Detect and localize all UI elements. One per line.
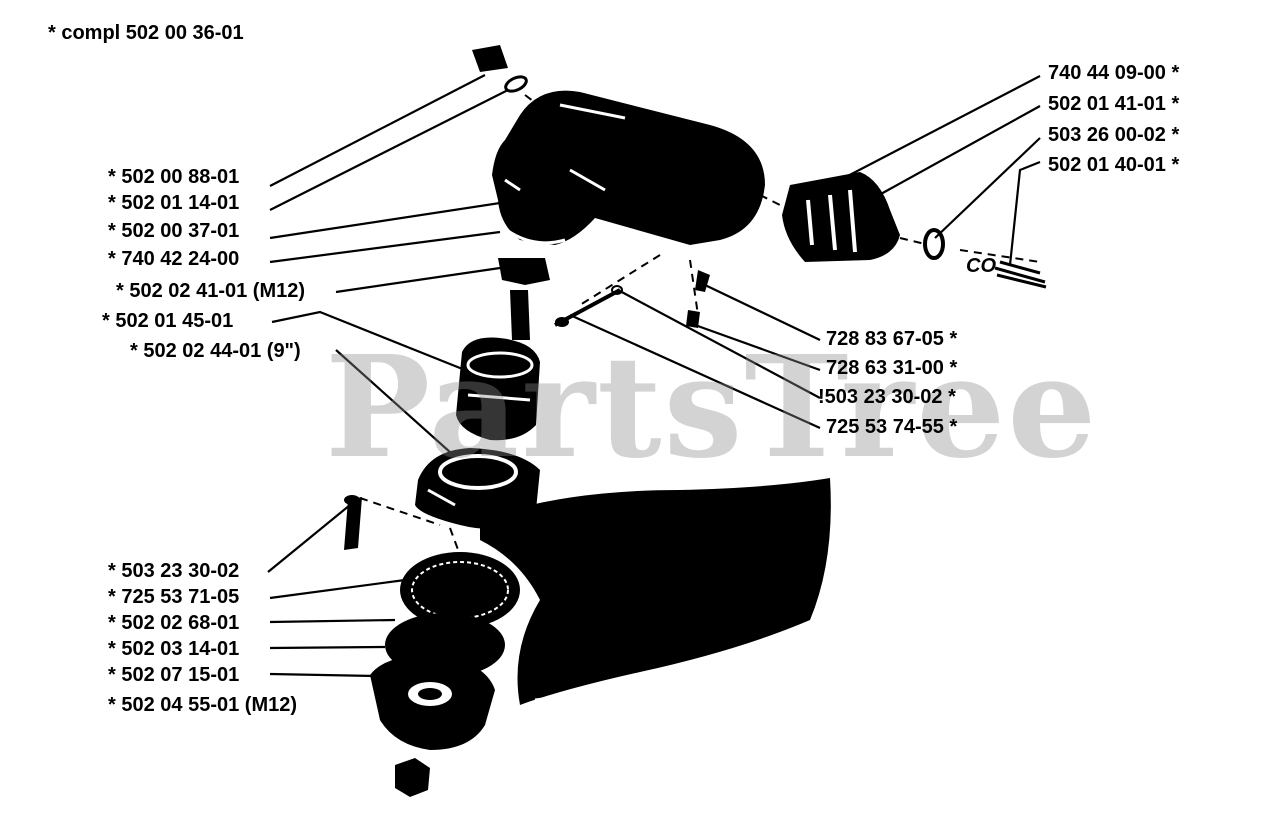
axis-line <box>449 527 461 556</box>
callout-left[interactable]: * 502 04 55-01 (M12) <box>108 694 298 716</box>
assembly-axis-lines <box>359 94 1041 556</box>
callout-left[interactable]: * 725 53 71-05 <box>108 586 240 608</box>
guard-screw <box>344 495 362 550</box>
trimmer-head-nut <box>370 655 495 750</box>
o-ring <box>504 75 528 93</box>
leader-line <box>694 323 821 372</box>
leader-line <box>335 349 471 471</box>
leader-line <box>934 137 1041 239</box>
leader-lines-right <box>569 75 1041 430</box>
leader-line <box>267 504 351 573</box>
leader-line <box>1008 160 1041 266</box>
callout-left[interactable]: * 502 00 88-01 <box>108 166 240 188</box>
callout-left[interactable]: * 503 23 30-02 <box>108 560 240 582</box>
tube-connector <box>782 172 900 262</box>
leader-line <box>269 230 501 264</box>
callout-left[interactable]: * 502 01 45-01 <box>102 310 234 332</box>
leader-line <box>569 313 821 430</box>
callout-left[interactable]: * 502 00 37-01 <box>108 220 240 242</box>
assembly-label: * compl 502 00 36-01 <box>48 22 244 44</box>
callout-left[interactable]: * 502 02 68-01 <box>108 612 240 634</box>
leader-line <box>269 74 486 187</box>
axis-line <box>689 259 699 316</box>
callout-right[interactable]: 502 01 40-01 * <box>1048 154 1180 176</box>
screws-right <box>554 270 710 328</box>
axis-line <box>759 194 781 206</box>
leader-line <box>269 672 376 678</box>
callout-right[interactable]: 728 83 67-05 * <box>826 328 958 350</box>
guard-holder <box>415 448 540 529</box>
callout-right[interactable]: 502 01 41-01 * <box>1048 93 1180 115</box>
leader-line <box>335 266 501 294</box>
callout-right[interactable]: 728 63 31-00 * <box>826 357 958 379</box>
gear-housing <box>492 90 765 245</box>
bearing-housing <box>456 337 540 441</box>
bottom-nut <box>395 758 430 797</box>
drive-disc <box>400 552 520 628</box>
axis-line <box>579 254 661 306</box>
leader-line <box>617 289 821 399</box>
axis-line <box>899 237 926 245</box>
callout-right[interactable]: 740 44 09-00 * <box>1048 62 1180 84</box>
callout-left[interactable]: * 502 02 44-01 (9") <box>130 340 301 362</box>
leader-line <box>271 310 471 374</box>
leader-line <box>704 284 821 341</box>
callout-left[interactable]: * 502 01 14-01 <box>108 192 240 214</box>
axis-line <box>359 497 441 526</box>
blade-guard <box>480 478 831 705</box>
leader-line <box>269 89 509 211</box>
callout-right[interactable]: 503 26 00-02 * <box>1048 124 1180 146</box>
callout-left[interactable]: * 502 07 15-01 <box>108 664 240 686</box>
callout-left[interactable]: * 502 02 41-01 (M12) <box>116 280 306 302</box>
callout-left[interactable]: * 502 03 14-01 <box>108 638 240 660</box>
leader-line <box>869 105 1041 201</box>
spring <box>994 260 1047 289</box>
callout-right[interactable]: 725 53 74-55 * <box>826 416 958 438</box>
spindle <box>498 258 550 340</box>
leader-line <box>269 198 521 240</box>
callout-left[interactable]: * 740 42 24-00 <box>108 248 240 270</box>
leader-line <box>269 645 386 650</box>
stamp-text: CO <box>966 255 996 277</box>
spacer-ring <box>923 228 945 260</box>
callout-right[interactable]: !503 23 30-02 * <box>818 386 956 408</box>
leader-line <box>839 75 1041 181</box>
leader-line <box>269 618 396 624</box>
leader-line <box>269 578 406 600</box>
top-cap <box>472 45 508 72</box>
leader-lines-left <box>267 74 521 678</box>
